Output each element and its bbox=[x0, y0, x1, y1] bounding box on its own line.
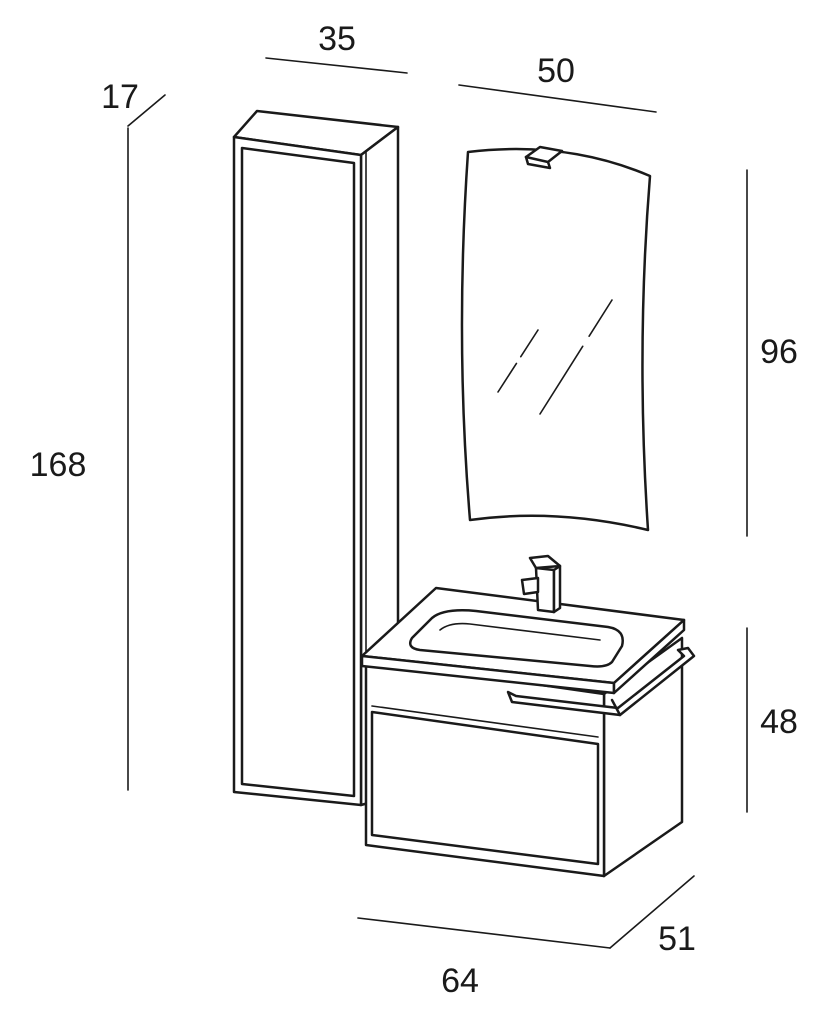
column-depth-label: 17 bbox=[101, 78, 139, 116]
washbasin bbox=[409, 609, 624, 668]
column-width-label: 35 bbox=[318, 20, 356, 58]
vanity-front bbox=[364, 658, 606, 878]
dimension-lines bbox=[127, 57, 748, 949]
mirror-reflection-2 bbox=[539, 299, 613, 415]
worktop-side bbox=[612, 618, 686, 695]
vanity-height-label: 48 bbox=[760, 703, 798, 741]
mirror-width-dim-line bbox=[458, 84, 657, 113]
mirror-lamp-icon bbox=[524, 145, 564, 164]
column-front bbox=[232, 135, 363, 807]
mirror bbox=[460, 145, 652, 532]
faucet-icon bbox=[520, 554, 562, 614]
washbasin-inner bbox=[439, 622, 601, 641]
mirror-lamp-base bbox=[524, 155, 552, 170]
towel-rail bbox=[506, 646, 696, 717]
mirror-width-label: 50 bbox=[537, 52, 575, 90]
column-door-panel bbox=[240, 146, 356, 798]
drawer-top-edge bbox=[371, 705, 599, 738]
vanity-depth-dim-line bbox=[609, 875, 695, 949]
mirror-reflection-1 bbox=[497, 329, 539, 393]
vanity-width-label: 64 bbox=[441, 962, 479, 1000]
vanity-depth-label: 51 bbox=[658, 920, 696, 958]
mirror-frame bbox=[460, 147, 652, 532]
vanity-width-dim-line bbox=[357, 917, 611, 949]
dimension-labels: 35 50 17 168 96 48 51 64 bbox=[30, 20, 798, 1000]
column-height-label: 168 bbox=[30, 446, 87, 484]
vanity-drawer bbox=[370, 710, 600, 866]
vanity-unit bbox=[360, 554, 696, 878]
mirror-height-label: 96 bbox=[760, 333, 798, 371]
column-depth-dim-line bbox=[127, 94, 166, 127]
towel-rail-end bbox=[610, 698, 622, 717]
column-width-dim-line bbox=[265, 57, 408, 74]
